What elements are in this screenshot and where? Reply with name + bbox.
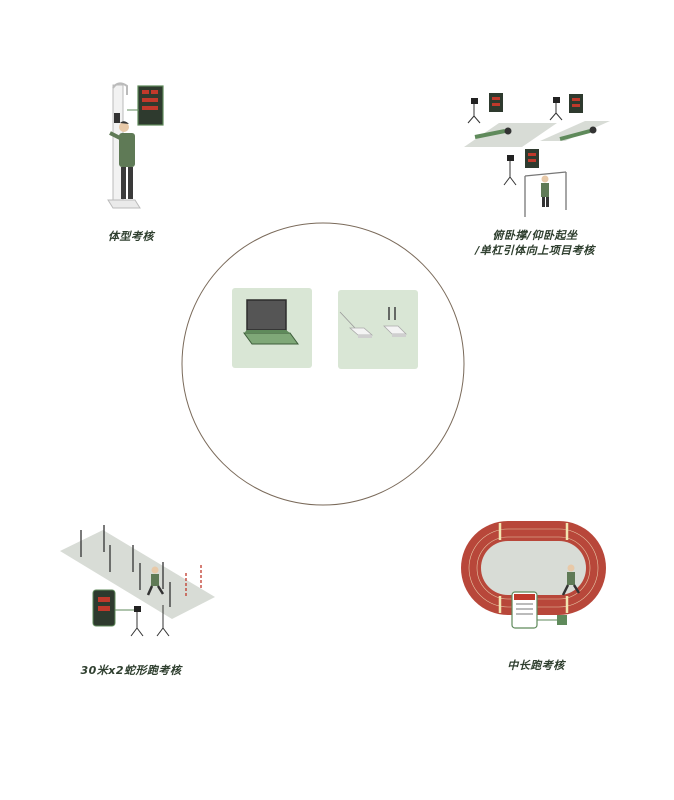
snake-run-illustration (60, 525, 215, 637)
sensor-panel (338, 290, 418, 369)
label-distance-run: 中长跑考核 (507, 659, 565, 672)
laptop-icon (243, 299, 299, 345)
sensor-device-icon (339, 307, 407, 338)
label-strength-line2: /单杠引体向上项目考核 (475, 244, 595, 257)
label-strength-line1: 俯卧撑/仰卧起坐 (492, 229, 578, 242)
body-measurement-illustration (107, 82, 164, 209)
tripod-camera-3 (503, 155, 517, 186)
running-track-illustration (461, 521, 606, 629)
tripod-camera-1 (467, 98, 481, 124)
laptop-panel (232, 288, 312, 368)
pullup-bar (524, 171, 567, 217)
tripod-camera-4 (130, 606, 144, 637)
tripod-camera-2 (549, 97, 563, 121)
label-body-test: 体型考核 (108, 230, 154, 243)
center-circle (181, 222, 465, 506)
tripod-camera-5 (156, 605, 170, 637)
strength-test-illustration (464, 93, 610, 217)
label-strength-test: 俯卧撑/仰卧起坐 /单杠引体向上项目考核 (460, 228, 610, 258)
label-snake-run: 30米x2蛇形跑考核 (80, 664, 182, 677)
